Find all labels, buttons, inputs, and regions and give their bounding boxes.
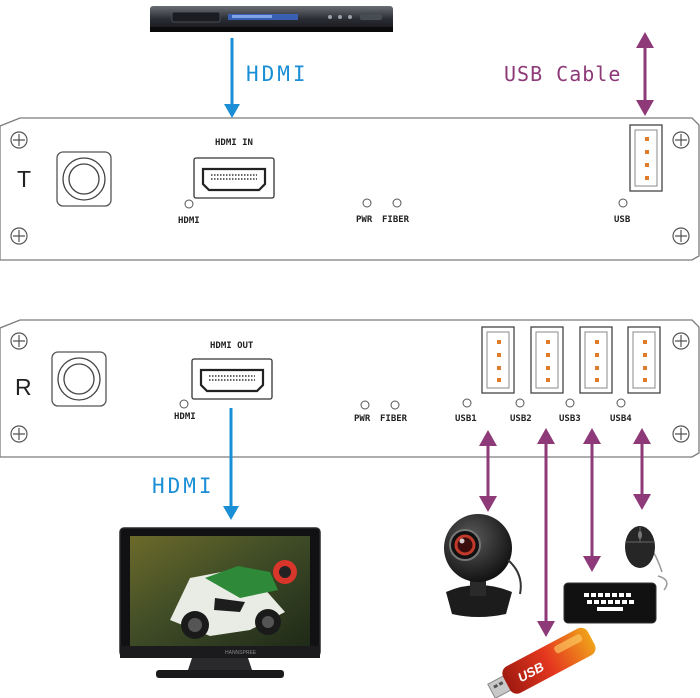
usb4-arrow (633, 428, 651, 510)
top-fiber-led-label: FIBER (382, 215, 410, 225)
screw-icon (10, 425, 28, 443)
hdmi-led-icon (184, 199, 194, 209)
usb-port-3-icon (579, 326, 613, 394)
screw-icon (672, 332, 690, 350)
pwr-led-icon (360, 400, 370, 410)
hdmi-output-label: HDMI (152, 474, 215, 498)
top-hdmi-led-label: HDMI (178, 216, 200, 226)
usb-port-4-icon (627, 326, 661, 394)
fiber-port-icon (56, 151, 112, 207)
usb-port-2-icon (530, 326, 564, 394)
usb-led-icon (618, 198, 628, 208)
fiber-led-icon (390, 400, 400, 410)
top-usb-led-label: USB (614, 215, 631, 225)
screw-icon (672, 227, 690, 245)
receiver-letter: R (15, 374, 32, 400)
pwr-led-icon (362, 198, 372, 208)
transmitter-unit (0, 117, 700, 261)
screw-icon (672, 425, 690, 443)
usb4-led-icon (616, 398, 626, 408)
hdmi-in-port-label: HDMI IN (215, 138, 253, 148)
monitor-brand: HANNSPREE (225, 650, 257, 656)
hdmi-out-port-label: HDMI OUT (210, 341, 254, 351)
receiver-unit (0, 319, 700, 458)
hdmi-port-icon (191, 358, 273, 400)
hdmi-input-label: HDMI (246, 62, 309, 86)
usb2-led-icon (515, 398, 525, 408)
bottom-hdmi-led-label: HDMI (174, 412, 196, 422)
hdmi-port-icon (193, 157, 275, 199)
usb2-port-label: USB2 (510, 414, 532, 424)
usb4-port-label: USB4 (610, 414, 632, 424)
top-pwr-led-label: PWR (356, 215, 373, 225)
usb3-led-icon (565, 398, 575, 408)
transmitter-letter: T (17, 166, 32, 192)
usb-stick-icon: USB (487, 627, 596, 698)
usb1-port-label: USB1 (455, 414, 477, 424)
fiber-port-icon (51, 351, 107, 407)
usb2-arrow (537, 428, 555, 637)
screw-icon (10, 332, 28, 350)
usb3-arrow (583, 428, 601, 572)
monitor-icon: HANNSPREE (119, 527, 321, 678)
webcam-icon (444, 514, 522, 617)
usb-port-icon (629, 124, 663, 192)
usb1-led-icon (462, 398, 472, 408)
dvd-player-icon (150, 6, 393, 32)
bottom-pwr-led-label: PWR (354, 414, 371, 424)
usb3-port-label: USB3 (559, 414, 581, 424)
screw-icon (10, 227, 28, 245)
bottom-fiber-led-label: FIBER (380, 414, 408, 424)
usb-cable-label: USB Cable (504, 62, 622, 86)
usb-port-1-icon (481, 326, 515, 394)
hdmi-led-icon (179, 399, 189, 409)
usb-cable-arrow (636, 32, 654, 116)
mouse-icon (625, 526, 668, 591)
screw-icon (10, 131, 28, 149)
keyboard-icon (563, 582, 657, 624)
screw-icon (672, 131, 690, 149)
fiber-led-icon (392, 198, 402, 208)
usb1-arrow (479, 430, 497, 512)
